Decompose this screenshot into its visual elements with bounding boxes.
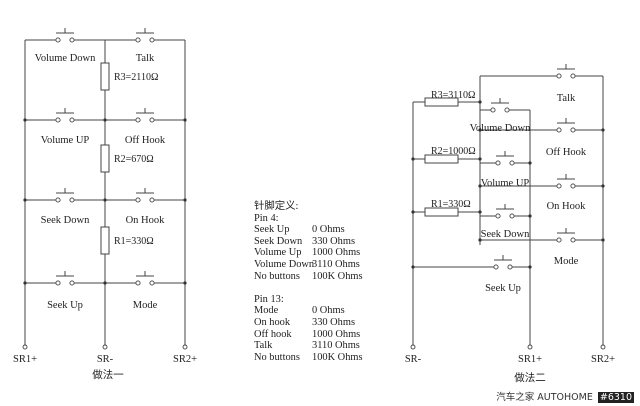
right-volume-up-button: Volume UP [481, 151, 530, 189]
right-seek-down-label: Seek Down [481, 229, 530, 240]
right-off-hook-label: Off Hook [546, 147, 587, 158]
left-volume-down-label: Volume Down [35, 53, 97, 64]
right-mode-button: Mode [554, 228, 579, 267]
right-talk-label: Talk [557, 93, 576, 104]
pin13-heading: Pin 13: [254, 293, 284, 305]
left-terminal-srminus: SR- [97, 354, 114, 365]
left-off-hook-button: Off Hook [125, 108, 166, 146]
right-on-hook-label: On Hook [547, 201, 587, 212]
left-on-hook-button: On Hook [126, 188, 166, 226]
pin-definition-title: 针脚定义: [254, 201, 299, 212]
left-caption: 做法一 [92, 368, 124, 381]
left-resistor-r2-label: R2=670Ω [114, 154, 154, 165]
right-volume-down-button: Volume Down [470, 98, 532, 134]
left-terminal-sr1: SR1+ [13, 354, 37, 365]
right-resistor-r3-label: R3=3110Ω [431, 90, 475, 101]
left-seek-up-label: Seek Up [47, 300, 83, 311]
right-talk-button: Talk [556, 64, 576, 104]
right-seek-up-button: Seek Up [485, 255, 521, 294]
right-resistor-r3 [424, 97, 459, 107]
right-terminal-srminus: SR- [405, 354, 422, 365]
right-on-hook-button: On Hook [547, 174, 587, 212]
diagram-left: R3=2110Ω R2=670Ω R1=330Ω SR1+ SR- SR2+ 做… [13, 39, 197, 381]
right-volume-up-label: Volume UP [481, 178, 530, 189]
left-seek-down-button: Seek Down [41, 188, 90, 226]
right-mode-label: Mode [554, 256, 579, 267]
right-seek-up-label: Seek Up [485, 283, 521, 294]
left-talk-button: Talk [135, 28, 155, 64]
left-mode-label: Mode [133, 300, 158, 311]
left-on-hook-label: On Hook [126, 215, 166, 226]
watermark: 汽车之家 AUTOHOME #6310 [496, 389, 634, 403]
left-seek-up-button: Seek Up [47, 271, 83, 311]
right-volume-down-label: Volume Down [470, 123, 532, 134]
left-resistor-r3-label: R3=2110Ω [114, 72, 158, 83]
left-volume-up-label: Volume UP [41, 135, 90, 146]
right-terminal-sr2: SR2+ [591, 354, 615, 365]
left-resistor-r1-label: R1=330Ω [114, 236, 154, 247]
right-resistor-r1-label: R1=330Ω [431, 199, 471, 210]
right-resistor-r2-label: R2=1000Ω [431, 146, 476, 157]
left-volume-up-button: Volume UP [41, 108, 90, 146]
left-talk-label: Talk [136, 53, 155, 64]
right-terminal-sr1: SR1+ [518, 354, 542, 365]
right-resistor-r2 [424, 154, 459, 164]
watermark-id: #6310 [597, 392, 634, 403]
watermark-brand-cn: 汽车之家 [496, 392, 535, 403]
left-resistor-r2 [100, 144, 110, 173]
right-seek-down-button: Seek Down [481, 204, 530, 240]
left-resistor-r1 [100, 226, 110, 255]
pin4-heading: Pin 4: [254, 212, 279, 224]
left-seek-down-label: Seek Down [41, 215, 90, 226]
right-off-hook-button: Off Hook [546, 118, 587, 158]
left-terminal-sr2: SR2+ [173, 354, 197, 365]
right-resistor-r1 [424, 207, 459, 217]
left-off-hook-label: Off Hook [125, 135, 166, 146]
right-caption: 做法二 [514, 371, 546, 384]
left-volume-down-button: Volume Down [35, 28, 97, 64]
watermark-brand-en: AUTOHOME [537, 392, 593, 403]
left-mode-button: Mode [133, 271, 158, 311]
left-resistor-r3 [100, 62, 110, 91]
